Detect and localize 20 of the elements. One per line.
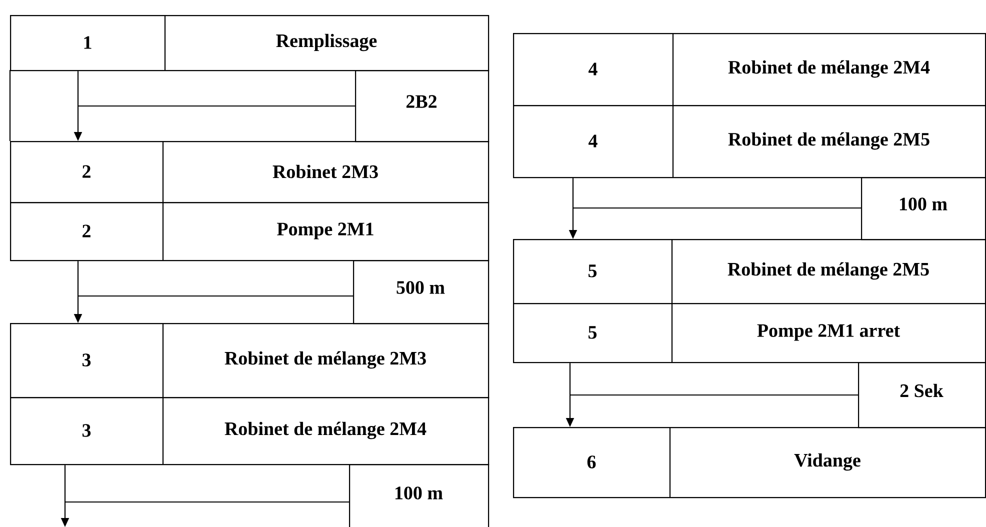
step-row: 2 Robinet 2M3 [10,141,490,204]
step-row: 4 Robinet de mélange 2M4 [513,33,986,106]
step-row: 5 Pompe 2M1 arret [513,303,986,364]
step-row: 1 Remplissage [10,15,490,72]
step-row: 4 Robinet de mélange 2M5 [513,105,986,178]
condition-box: 2B2 [355,70,490,142]
condition-box: 100 m [349,464,490,527]
step-row: 5 Robinet de mélange 2M5 [513,239,986,304]
condition-box: 500 m [353,260,490,324]
step-row: 6 Vidange [513,427,986,498]
transition-line [570,394,858,396]
step-row: 2 Pompe 2M1 [10,202,490,262]
condition-box: 2 Sek [858,362,986,428]
step-row: 3 Robinet de mélange 2M3 [10,323,490,398]
transition-line [65,501,349,503]
transition-line [78,105,355,107]
transition-line [573,207,861,209]
step-row: 3 Robinet de mélange 2M4 [10,397,490,466]
condition-box: 100 m [861,177,986,240]
transition-line [78,295,353,297]
